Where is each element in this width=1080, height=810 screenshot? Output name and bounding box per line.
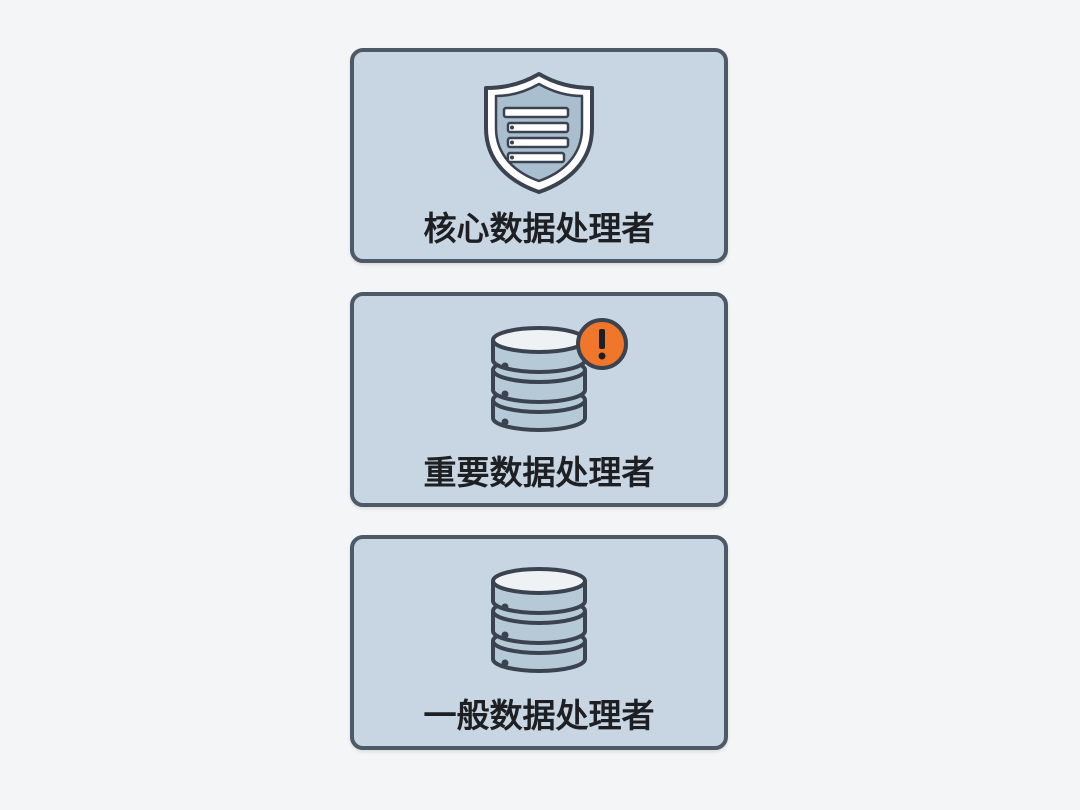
card-core-data-processor: 核心数据处理者 [350,48,728,263]
database-icon [491,567,587,673]
card-label: 重要数据处理者 [423,453,655,492]
card-label: 核心数据处理者 [423,209,655,248]
shield-document-icon [484,72,594,194]
card-important-data-processor: 重要数据处理者 [350,292,728,507]
database-warning-icon [491,326,587,432]
card-label: 一般数据处理者 [423,696,655,735]
warning-badge-icon [576,318,628,370]
card-general-data-processor: 一般数据处理者 [350,535,728,750]
